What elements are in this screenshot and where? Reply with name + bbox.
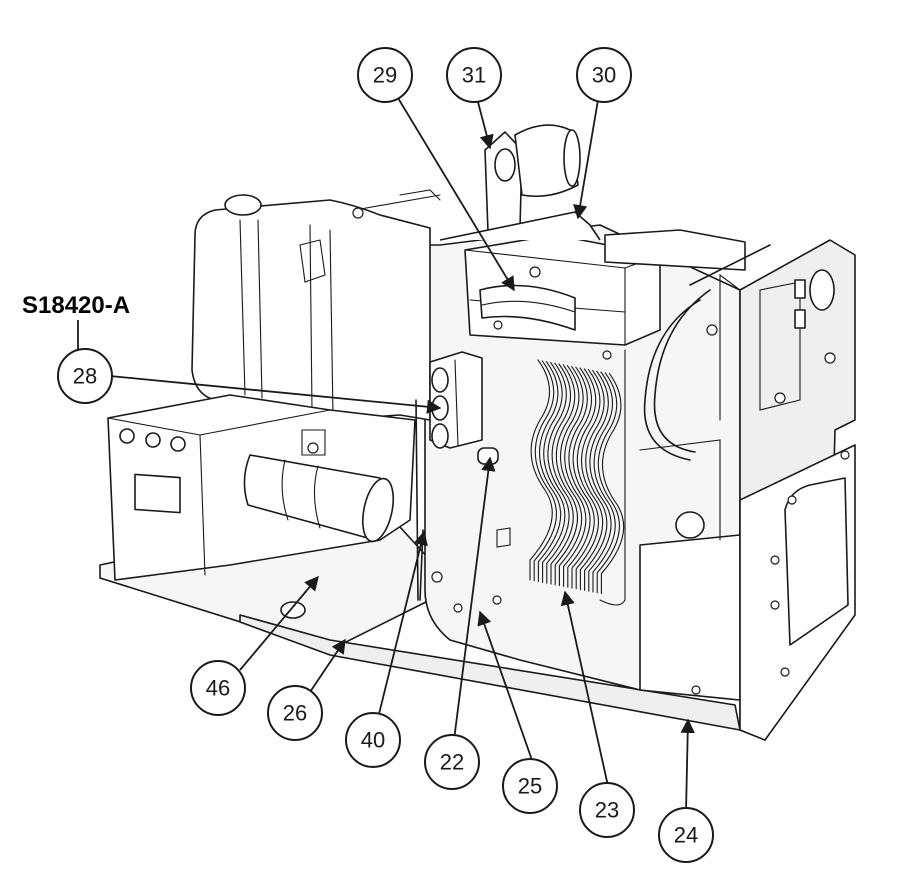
leader-lines	[77, 97, 695, 813]
reference-label: S18420-A	[22, 292, 130, 319]
callout-label: 23	[595, 798, 619, 823]
callout-24: 24	[658, 807, 714, 863]
callout-label: 25	[518, 774, 542, 799]
callout-28: 28	[57, 348, 113, 404]
callout-label: 40	[361, 728, 385, 753]
lower-right-box	[639, 534, 741, 701]
top-cylinder	[514, 124, 579, 198]
callout-label: 46	[206, 676, 230, 701]
callout-40: 40	[345, 712, 401, 768]
callout-label: 28	[73, 364, 97, 389]
callout-label: 29	[373, 63, 397, 88]
callout-22: 22	[424, 734, 480, 790]
callout-25: 25	[502, 758, 558, 814]
machine-illustration	[99, 124, 856, 741]
callout-label: 24	[674, 823, 698, 848]
callout-label: 26	[283, 701, 307, 726]
cooling-fins	[529, 359, 625, 595]
knob	[477, 447, 499, 465]
tank-filler-cap	[224, 194, 262, 216]
callout-29: 29	[357, 47, 413, 103]
callout-30: 30	[576, 47, 632, 103]
callout-46: 46	[190, 660, 246, 716]
callout-26: 26	[267, 685, 323, 741]
callouts: 29 31 30 28 46 26 40 22	[57, 47, 714, 863]
callout-label: 22	[440, 750, 464, 775]
callout-31: 31	[446, 47, 502, 103]
callout-23: 23	[579, 782, 635, 838]
callout-label: 31	[462, 63, 486, 88]
callout-label: 30	[592, 63, 616, 88]
